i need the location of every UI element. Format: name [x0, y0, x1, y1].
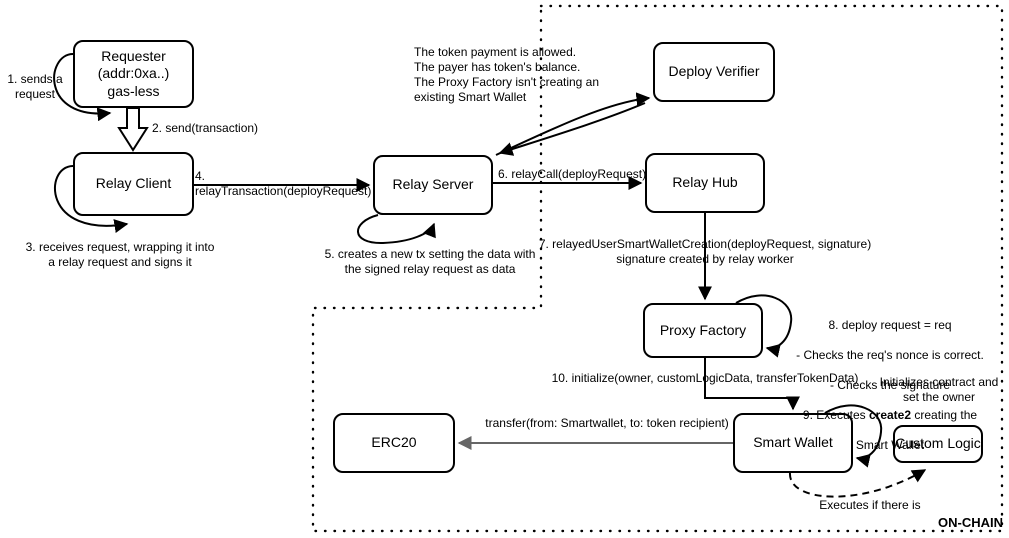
- node-relay-server[interactable]: Relay Server: [373, 155, 493, 215]
- node-deploy-verifier[interactable]: Deploy Verifier: [653, 42, 775, 102]
- node-erc20[interactable]: ERC20: [333, 413, 455, 473]
- node-deploy-verifier-label: Deploy Verifier: [668, 63, 760, 80]
- node-relay-server-label: Relay Server: [392, 176, 474, 193]
- node-smart-wallet[interactable]: Smart Wallet: [733, 413, 853, 473]
- node-proxy-factory[interactable]: Proxy Factory: [643, 303, 763, 358]
- annotation-step-3: 3. receives request, wrapping it into a …: [25, 240, 215, 269]
- connector-deploy-verifier-to-relay-server: [498, 102, 646, 156]
- annotation-step-8-line-1: 8. deploy request = req: [828, 318, 952, 332]
- on-chain-zone-label: ON-CHAIN: [938, 515, 1003, 530]
- connector-smart-wallet-self: [824, 404, 883, 468]
- annotation-step-9-suffix: creating the: [911, 408, 978, 422]
- node-custom-logic[interactable]: Custom Logic: [893, 425, 983, 463]
- node-custom-logic-label: Custom Logic: [895, 435, 981, 452]
- connector-relay-server-to-deploy-verifier: [495, 92, 651, 156]
- annotation-verifier-conditions: The token payment is allowed. The payer …: [414, 45, 600, 104]
- annotation-step-10: 10. initialize(owner, customLogicData, t…: [551, 371, 859, 385]
- node-relay-client[interactable]: Relay Client: [73, 152, 194, 216]
- annotation-step-6: 6. relayCall(deployRequest): [498, 167, 647, 181]
- node-erc20-label: ERC20: [371, 434, 417, 451]
- annotation-step-1: 1. sends a request: [7, 72, 63, 101]
- annotation-step-9-create2: create2: [868, 408, 912, 422]
- annotation-step-7: 7. relayedUserSmartWalletCreation(deploy…: [538, 237, 872, 266]
- annotation-transfer: transfer(from: Smartwallet, to: token re…: [485, 416, 729, 430]
- node-proxy-factory-label: Proxy Factory: [659, 321, 747, 338]
- annotation-initializes: Initializes contract and set the owner: [879, 375, 999, 404]
- node-relay-client-label: Relay Client: [95, 175, 172, 192]
- annotation-step-9-line-5: Smart Wallet: [855, 438, 925, 452]
- connector-relay-client-self: [53, 165, 129, 233]
- annotation-executes-if-there-is: Executes if there is: [819, 498, 921, 512]
- node-relay-hub[interactable]: Relay Hub: [645, 153, 765, 213]
- node-requester[interactable]: Requester (addr:0xa..) gas-less: [73, 40, 194, 108]
- annotation-step-8-9: 8. deploy request = req - Checks the req…: [790, 303, 990, 453]
- node-requester-label: Requester (addr:0xa..) gas-less: [97, 48, 170, 99]
- node-smart-wallet-label: Smart Wallet: [753, 434, 833, 451]
- connector-requester-self: [53, 53, 112, 122]
- annotation-step-2: 2. send(transaction): [152, 121, 259, 135]
- connector-proxy-factory-to-smart-wallet: [704, 358, 800, 411]
- connector-smart-wallet-to-custom-logic: [788, 469, 927, 498]
- connector-proxy-factory-self: [735, 294, 793, 358]
- annotation-step-4: 4. relayTransaction(deployRequest): [195, 169, 372, 198]
- annotation-step-5: 5. creates a new tx setting the data wit…: [324, 247, 536, 276]
- node-relay-hub-label: Relay Hub: [672, 174, 738, 191]
- annotation-step-8-line-2: - Checks the req's nonce is correct.: [796, 348, 984, 362]
- annotation-step-8-line-3: - Checks the signature: [829, 378, 951, 392]
- connector-requester-to-relay-client: [117, 107, 149, 152]
- annotation-step-9-prefix: 9. Executes: [802, 408, 869, 422]
- connector-relay-server-self: [357, 214, 436, 245]
